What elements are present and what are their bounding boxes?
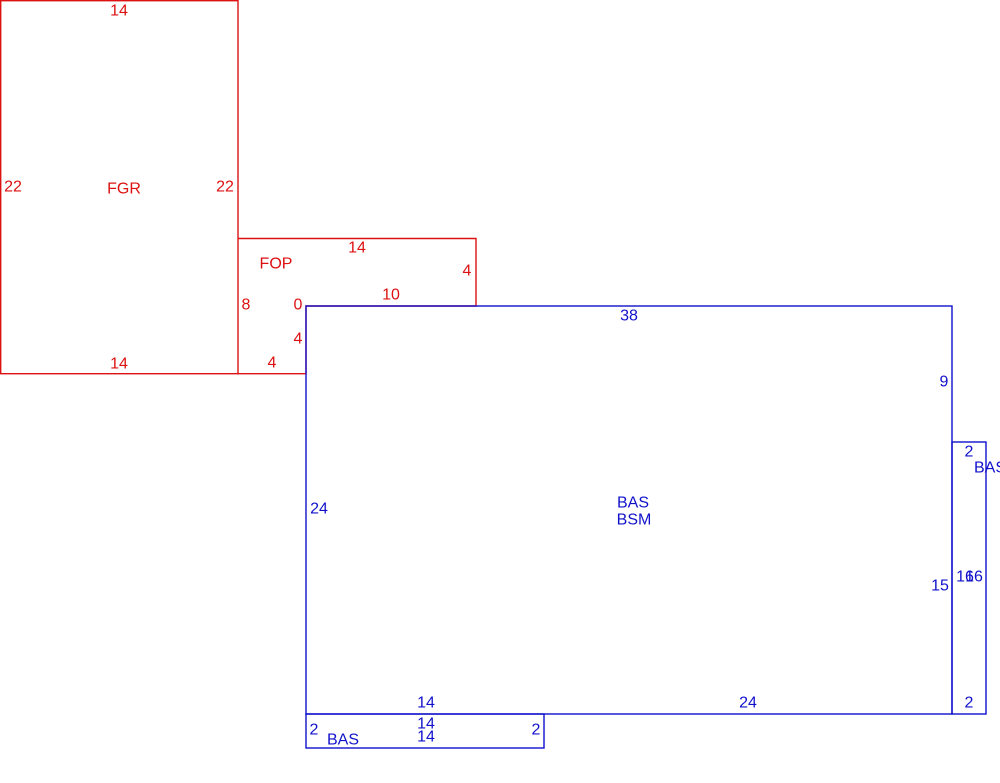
main-dim-right-lower: 15	[931, 578, 949, 595]
fgr-dim-left: 22	[4, 179, 22, 196]
main-dim-bottom-right: 24	[739, 695, 757, 712]
fop-dim-bottom: 4	[268, 355, 277, 372]
side-bay-area: 2 BAS 16 16 2	[951, 441, 1000, 715]
fop-dim-inner-top: 10	[382, 287, 400, 304]
fop-label: FOP	[260, 256, 293, 273]
bottom-bay-outline	[305, 713, 545, 749]
main-label-bsm: BSM	[617, 512, 652, 529]
bottom-bay-dim-bottom: 14	[417, 729, 435, 746]
main-dim-bottom-left: 14	[417, 695, 435, 712]
bottom-bay-dim-right: 2	[532, 722, 541, 739]
fop-dim-left: 8	[242, 297, 251, 314]
fgr-label: FGR	[107, 181, 141, 198]
bottom-bay-label: BAS	[327, 732, 359, 749]
main-dim-right-upper: 9	[940, 374, 949, 391]
main-label-bas: BAS	[617, 495, 649, 512]
side-bay-label: BAS	[974, 460, 1000, 477]
bottom-bay-area: 14 2 2 BAS 14	[305, 713, 545, 749]
side-bay-dim-right: 16	[965, 569, 983, 586]
bottom-bay-dim-left: 2	[310, 722, 319, 739]
fop-dim-top: 14	[348, 240, 366, 257]
fop-dim-right: 4	[463, 263, 472, 280]
fgr-area: FGR 14 22 22 14	[0, 0, 239, 375]
fgr-dim-right: 22	[216, 179, 234, 196]
fgr-dim-top: 14	[110, 3, 128, 20]
fop-dim-inner-side: 4	[294, 331, 303, 348]
side-bay-dim-bottom: 2	[965, 695, 974, 712]
fgr-outline	[0, 0, 239, 375]
main-dim-top: 38	[620, 308, 638, 325]
main-area: BAS BSM 38 9 24 15 14 24	[305, 305, 953, 715]
fop-dim-inner-zero: 0	[294, 297, 303, 314]
side-bay-dim-left: 16	[956, 569, 974, 586]
side-bay-outline	[951, 441, 987, 715]
fgr-dim-bottom: 14	[110, 356, 128, 373]
main-dim-left: 24	[310, 501, 328, 518]
side-bay-dim-top: 2	[965, 444, 974, 461]
bottom-bay-dim-top: 14	[417, 716, 435, 733]
